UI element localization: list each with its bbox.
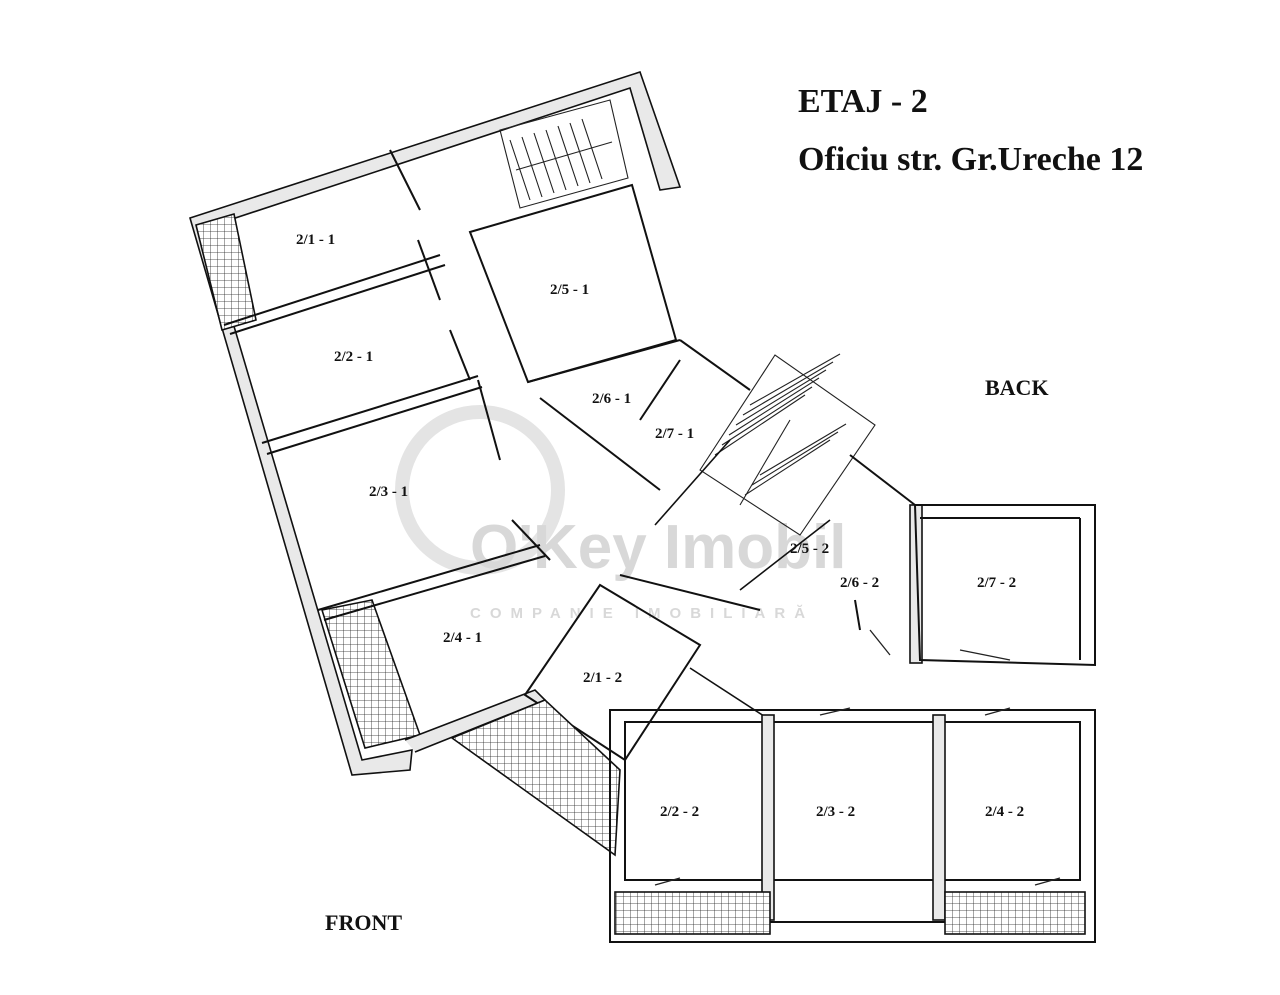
wall <box>619 574 761 611</box>
wall <box>679 339 751 391</box>
wall <box>477 379 501 461</box>
wall <box>539 397 661 491</box>
room-label: 2/3 - 2 <box>816 804 855 820</box>
wall <box>849 454 916 506</box>
wall <box>689 667 771 721</box>
wall <box>761 714 775 921</box>
room-label: 2/6 - 1 <box>592 391 631 407</box>
room-label: 2/6 - 2 <box>840 575 879 591</box>
wall <box>417 239 441 301</box>
room-label: 2/4 - 2 <box>985 804 1024 820</box>
door <box>869 629 891 656</box>
balcony-bottom-2 <box>944 891 1086 935</box>
wall <box>449 329 471 381</box>
wall <box>389 149 421 211</box>
wall <box>639 359 681 421</box>
porch-hatched <box>450 699 621 857</box>
wall <box>511 519 551 561</box>
upper-middle-block <box>468 99 751 491</box>
wall <box>261 375 479 444</box>
room-label: 2/5 - 1 <box>550 282 589 298</box>
room-label: 2/3 - 1 <box>369 484 408 500</box>
room-label: 2/2 - 1 <box>334 349 373 365</box>
room-2-1-2-walls <box>523 583 702 762</box>
left-wing <box>189 70 682 776</box>
stair-central-steps <box>714 353 847 506</box>
room-2-5-1-walls <box>468 183 678 384</box>
wall <box>317 544 541 611</box>
lower-row-outer-wall <box>609 709 1096 943</box>
room-label: 2/1 - 1 <box>296 232 335 248</box>
plan-title-floor: ETAJ - 2 <box>798 83 928 120</box>
room-label: 2/7 - 1 <box>655 426 694 442</box>
door <box>819 707 851 716</box>
room-label: 2/1 - 2 <box>583 670 622 686</box>
lower-row-block <box>609 707 1096 943</box>
watermark-logo-icon <box>395 405 565 575</box>
wall <box>229 264 446 335</box>
door <box>984 707 1011 716</box>
stair-central <box>699 354 876 536</box>
stair-top-steps <box>509 118 613 201</box>
balcony-bottom-1 <box>614 891 771 935</box>
central-staircase <box>654 353 876 591</box>
stair-wall <box>654 439 731 526</box>
right-upper-block <box>849 454 1096 667</box>
lower-row-inner-wall <box>624 721 1081 881</box>
balcony-top-left <box>195 212 257 332</box>
room-label: 2/7 - 2 <box>977 575 1016 591</box>
watermark-tagline: COMPANIE IMOBILIARĂ <box>470 605 814 622</box>
wall <box>266 386 483 455</box>
back-label: BACK <box>985 375 1049 400</box>
room-label: 2/2 - 2 <box>660 804 699 820</box>
wall <box>527 339 681 383</box>
wall <box>932 714 946 921</box>
room-label: 2/4 - 1 <box>443 630 482 646</box>
front-label: FRONT <box>325 910 402 935</box>
room-2-7-2-walls <box>913 504 1096 667</box>
wall <box>323 555 546 621</box>
wall <box>854 599 861 631</box>
door <box>1034 877 1061 886</box>
wall <box>223 254 441 326</box>
stair-wall <box>739 519 831 591</box>
door <box>959 649 1011 661</box>
room-2-1-2-block <box>523 583 771 762</box>
stair-top <box>499 99 629 209</box>
door <box>654 877 681 886</box>
plan-title-address: Oficiu str. Gr.Ureche 12 <box>798 141 1143 178</box>
watermark: O'Key Imobil COMPANIE IMOBILIARĂ <box>395 405 846 622</box>
room-label: 2/5 - 2 <box>790 541 829 557</box>
